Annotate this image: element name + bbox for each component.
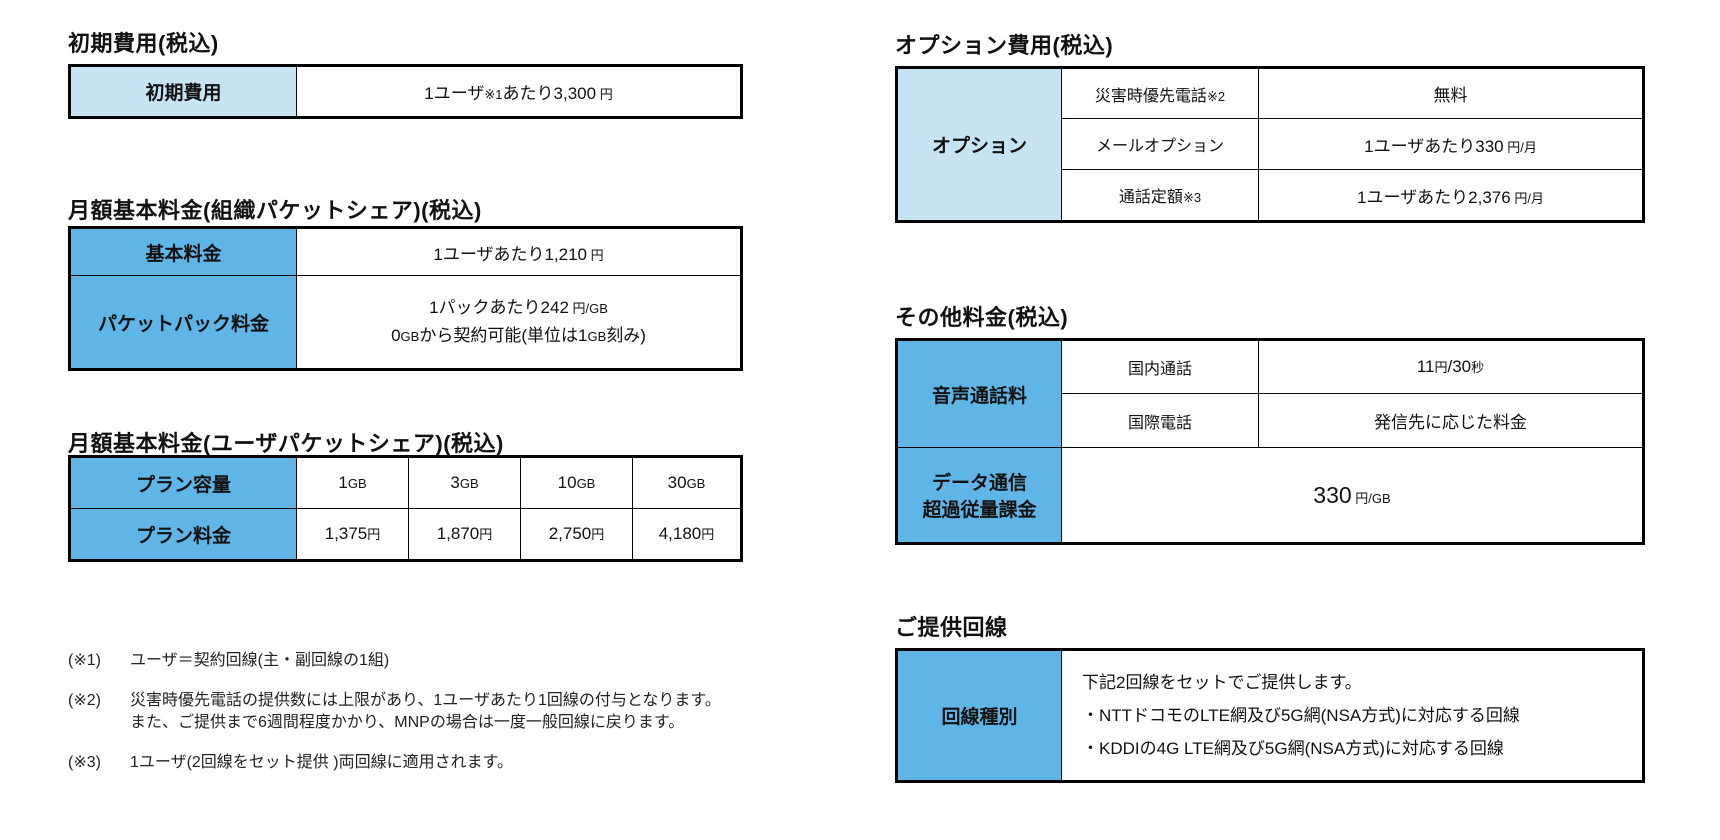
table-row: 国際電話 発信先に応じた料金 (897, 393, 1644, 448)
table-row: 音声通話料 国内通話 11円/30秒 (896, 339, 1644, 448)
section-title-other-fees: その他料金(税込) (895, 305, 1069, 330)
section-title-monthly-org-share: 月額基本料金(組織パケットシェア)(税込) (68, 198, 482, 223)
plan-capacity-cell: 30GB (632, 456, 742, 509)
table-row: データ通信 超過従量課金 330 円/GB (896, 447, 1644, 544)
table-row: オプション 災害時優先電話※2 無料 (896, 67, 1644, 222)
group-header-cell: オプション (896, 67, 1062, 222)
table-row: 通話定額※3 1ユーザあたり2,376 円/月 (897, 169, 1644, 222)
table-row: プラン料金 1,375円 1,870円 2,750円 4,180円 (69, 508, 742, 561)
plan-price-cell: 2,750円 (520, 508, 633, 561)
group-header-cell: データ通信 超過従量課金 (896, 447, 1062, 544)
footnote-text: 災害時優先電話の提供数には上限があり、1ユーザあたり1回線の付与となります。 ま… (130, 691, 721, 732)
row-header-cell: プラン料金 (69, 508, 297, 561)
footnote-3: (※3) 1ユーザ(2回線をセット提供 )両回線に適用されます。 (68, 752, 768, 775)
row-header-cell: 基本料金 (69, 227, 297, 276)
section-title-option-cost: オプション費用(税込) (895, 33, 1114, 58)
footnotes: (※1) ユーザ＝契約回線(主・副回線の1組) (※2) 災害時優先電話の提供数… (68, 650, 768, 792)
row-header-cell: 初期費用 (69, 65, 297, 118)
table-row: 回線種別 下記2回線をセットでご提供します。 ・NTTドコモのLTE網及び5G網… (896, 649, 1644, 782)
footnote-marker: (※3) (68, 754, 101, 772)
table-row: 初期費用 1ユーザ※1あたり3,300 円 (69, 65, 742, 118)
value-cell: 無料 (1258, 67, 1644, 119)
row-header-cell: プラン容量 (69, 456, 297, 509)
value-cell: 1ユーザ※1あたり3,300 円 (296, 65, 742, 118)
table-row: 基本料金 1ユーザあたり1,210 円 (69, 227, 742, 276)
option-cost-table: オプション 災害時優先電話※2 無料 メールオプション 1ユーザあたり330 円… (895, 66, 1645, 223)
row-header-cell: 回線種別 (896, 649, 1062, 782)
plan-price-cell: 1,870円 (408, 508, 521, 561)
option-label-cell: 災害時優先電話※2 (1061, 67, 1259, 119)
footnote-text: ユーザ＝契約回線(主・副回線の1組) (130, 652, 390, 669)
plan-capacity-cell: 3GB (408, 456, 521, 509)
initial-cost-table: 初期費用 1ユーザ※1あたり3,300 円 (68, 64, 743, 119)
plan-price-cell: 4,180円 (632, 508, 742, 561)
section-title-monthly-user-share: 月額基本料金(ユーザパケットシェア)(税込) (68, 431, 504, 456)
table-row: プラン容量 1GB 3GB 10GB 30GB (69, 456, 742, 509)
plan-capacity-cell: 10GB (520, 456, 633, 509)
monthly-org-share-table: 基本料金 1ユーザあたり1,210 円 パケットパック料金 1パックあたり242… (68, 226, 743, 371)
table-row: パケットパック料金 1パックあたり242 円/GB 0GBから契約可能(単位は1… (69, 275, 742, 370)
footnote-2: (※2) 災害時優先電話の提供数には上限があり、1ユーザあたり1回線の付与となり… (68, 690, 768, 735)
fee-label-cell: 国内通話 (1061, 339, 1259, 394)
fee-label-cell: 国際電話 (1061, 393, 1259, 448)
group-header-cell: 音声通話料 (896, 339, 1062, 448)
value-cell: 発信先に応じた料金 (1258, 393, 1644, 448)
footnote-1: (※1) ユーザ＝契約回線(主・副回線の1組) (68, 650, 768, 673)
section-title-initial-cost: 初期費用(税込) (68, 31, 219, 56)
other-fees-table: 音声通話料 国内通話 11円/30秒 国際電話 発信先に応じた料金 データ通信 … (895, 338, 1645, 545)
plan-price-cell: 1,375円 (296, 508, 409, 561)
section-title-provided-lines: ご提供回線 (895, 615, 1008, 640)
provided-lines-table: 回線種別 下記2回線をセットでご提供します。 ・NTTドコモのLTE網及び5G網… (895, 648, 1645, 783)
monthly-user-share-table: プラン容量 1GB 3GB 10GB 30GB プラン料金 1,375円 1,8… (68, 455, 743, 562)
line-description-cell: 下記2回線をセットでご提供します。 ・NTTドコモのLTE網及び5G網(NSA方… (1061, 649, 1644, 782)
footnote-text: 1ユーザ(2回線をセット提供 )両回線に適用されます。 (130, 754, 513, 772)
value-cell: 1パックあたり242 円/GB 0GBから契約可能(単位は1GB刻み) (296, 275, 742, 370)
option-label-cell: メールオプション (1061, 118, 1259, 170)
value-cell: 1ユーザあたり330 円/月 (1258, 118, 1644, 170)
plan-capacity-cell: 1GB (296, 456, 409, 509)
footnote-marker: (※1) (68, 652, 101, 669)
option-label-cell: 通話定額※3 (1061, 169, 1259, 222)
row-header-cell: パケットパック料金 (69, 275, 297, 370)
value-cell: 330 円/GB (1061, 447, 1644, 544)
value-line-1: 1パックあたり242 円/GB (429, 297, 608, 317)
footnote-marker: (※2) (68, 691, 101, 709)
value-cell: 1ユーザあたり2,376 円/月 (1258, 169, 1644, 222)
table-row: メールオプション 1ユーザあたり330 円/月 (897, 118, 1644, 170)
value-line-2: 0GBから契約可能(単位は1GB刻み) (391, 326, 646, 345)
value-cell: 1ユーザあたり1,210 円 (296, 227, 742, 276)
value-cell: 11円/30秒 (1258, 339, 1644, 394)
